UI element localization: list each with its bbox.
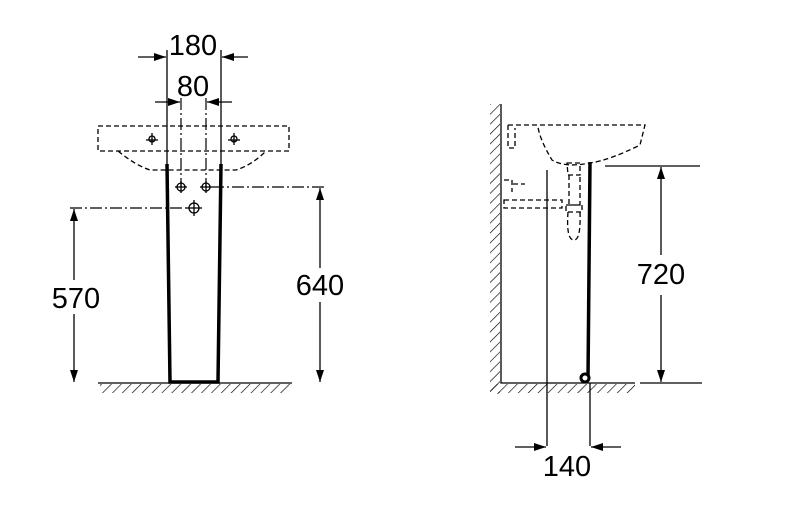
wall-hatch xyxy=(490,104,500,394)
dim-80-label: 80 xyxy=(177,71,209,103)
tap-hole-icon xyxy=(146,133,240,145)
pedestal xyxy=(165,163,223,384)
basin-side-outline xyxy=(507,124,646,166)
wall-floor-line xyxy=(500,104,635,384)
floor-hatch xyxy=(100,384,290,393)
dim-140-label: 140 xyxy=(543,451,591,483)
connection-point-icon xyxy=(175,181,212,216)
floor-hatch xyxy=(490,384,635,393)
dim-570-label: 570 xyxy=(52,283,100,315)
side-view: 140 720 xyxy=(490,104,702,483)
pedestal-foot xyxy=(579,372,591,384)
dim-180-label: 180 xyxy=(169,30,217,62)
dim-720-label: 720 xyxy=(637,259,685,291)
dim-640-label: 640 xyxy=(296,270,344,302)
basin-outline xyxy=(97,125,290,152)
pedestal-side xyxy=(586,161,592,379)
siphon xyxy=(503,162,583,241)
front-view: 180 80 640 570 xyxy=(52,30,344,393)
basin-bowl xyxy=(117,150,267,171)
